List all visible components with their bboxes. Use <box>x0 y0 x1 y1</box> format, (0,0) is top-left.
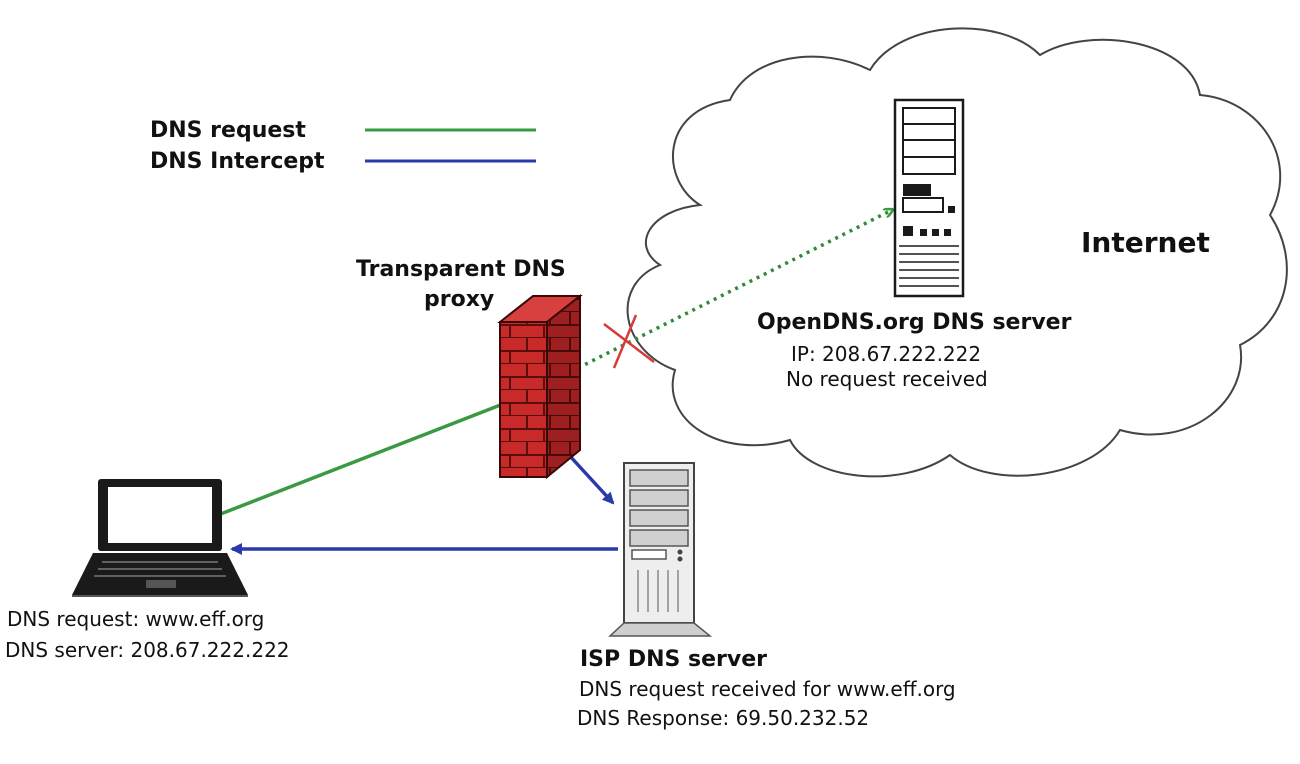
isp-received: DNS request received for www.eff.org <box>579 677 956 701</box>
client-server: DNS server: 208.67.222.222 <box>5 638 290 662</box>
opendns-title: OpenDNS.org DNS server <box>757 310 1072 335</box>
internet-label: Internet <box>1081 226 1210 259</box>
request-line-to-proxy <box>217 402 504 517</box>
proxy-title-line2: proxy <box>424 287 495 312</box>
isp-response: DNS Response: 69.50.232.52 <box>577 706 870 730</box>
legend-request-label: DNS request <box>150 118 306 143</box>
blocked-request-line <box>577 210 892 370</box>
blocked-x-icon <box>603 314 655 369</box>
firewall-icon <box>497 293 583 480</box>
client-request: DNS request: www.eff.org <box>7 607 265 631</box>
isp-server-icon <box>608 462 713 637</box>
legend-intercept-label: DNS Intercept <box>150 149 325 174</box>
opendns-status: No request received <box>786 367 988 391</box>
opendns-ip: IP: 208.67.222.222 <box>791 342 982 366</box>
isp-title: ISP DNS server <box>580 647 767 672</box>
laptop-icon <box>72 479 248 597</box>
opendns-server-icon <box>893 98 965 298</box>
intercept-line-to-isp <box>566 452 615 505</box>
proxy-title-line1: Transparent DNS <box>356 257 566 282</box>
